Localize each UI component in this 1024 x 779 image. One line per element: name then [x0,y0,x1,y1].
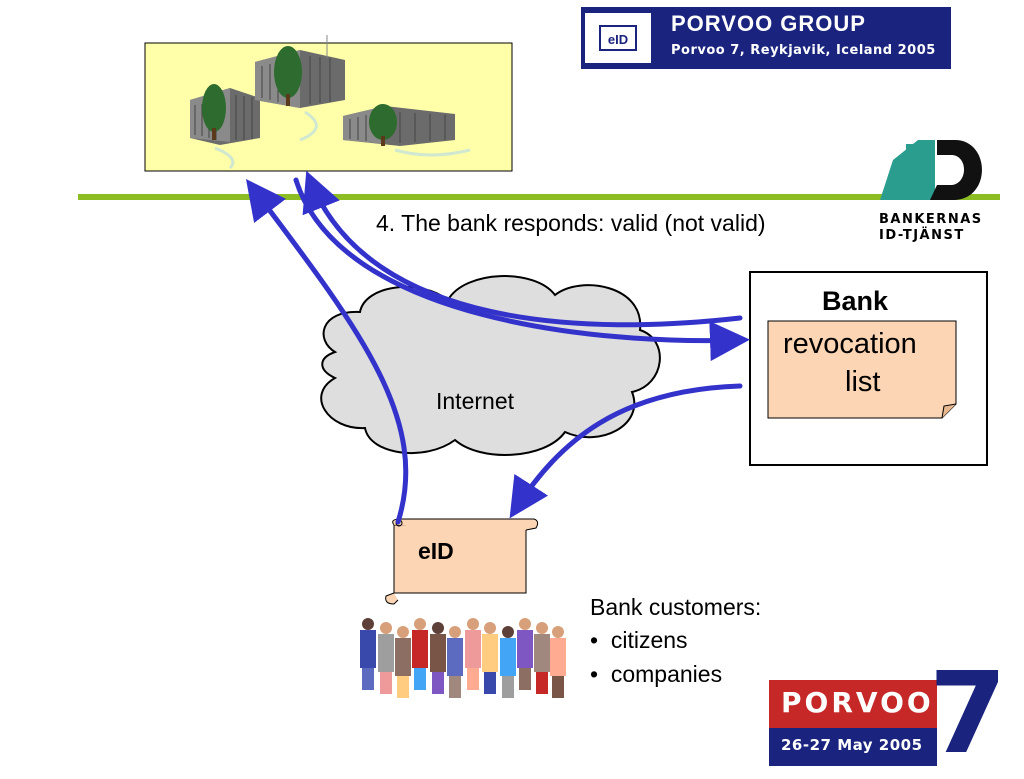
person-body [447,638,463,676]
person-body [360,630,376,668]
step-4-text: 4. The bank responds: valid (not valid) [376,210,766,236]
eid-badge-text: eID [599,25,637,51]
person-legs [484,672,496,694]
person-legs [380,672,392,694]
porvoo-group-header-logo: eID PORVOO GROUP Porvoo 7, Reykjavik, Ic… [581,7,951,69]
person-head [449,626,461,638]
person-head [502,626,514,638]
person-head [552,626,564,638]
person-legs [449,676,461,698]
person-legs [467,668,479,690]
person-head [362,618,374,630]
arrow-eid-to-bank [245,179,409,525]
person-head [397,626,409,638]
person-head [519,618,531,630]
person-body [482,634,498,672]
person-legs [432,672,444,694]
eid-document-label: eID [418,538,454,564]
customers-people-illustration [360,618,566,698]
customer-item-citizens: • citizens [590,627,688,653]
porvoo-word-band: PORVOO [769,680,937,728]
list-label: list [845,366,881,398]
person-head [536,622,548,634]
person-body [500,638,516,676]
porvoo-word: PORVOO [781,686,934,719]
internet-label: Internet [436,388,514,414]
id-tjanst-text: ID-TJÄNST [879,228,965,243]
person-legs [362,668,374,690]
person-legs [552,676,564,698]
person-head [432,622,444,634]
customer-item-label: companies [610,661,723,687]
header-title: PORVOO GROUP [671,11,866,36]
revocation-label: revocation [783,328,917,360]
porvoo-date-band: 26-27 May 2005 [769,728,937,766]
person-body [430,634,446,672]
porvoo-7-logo: PORVOO 26-27 May 2005 7 [769,658,1007,770]
person-legs [414,668,426,690]
arrow-bank-query [293,177,750,362]
person-body [395,638,411,676]
arrow-bank-response [302,170,743,328]
person-head [484,622,496,634]
bank-buildings-illustration [144,35,513,172]
internet-cloud [320,275,661,456]
eid-scroll [385,518,539,605]
porvoo-date: 26-27 May 2005 [781,736,923,754]
person-body [534,634,550,672]
porvoo-number: 7 [929,649,1007,779]
person-body [378,634,394,672]
person-body [465,630,481,668]
person-head [467,618,479,630]
bankernas-id-icon [880,140,983,200]
person-head [380,622,392,634]
customers-title: Bank customers: [590,594,762,620]
eid-badge: eID [585,13,651,63]
person-head [414,618,426,630]
flow-arrows [245,170,750,525]
bank-title: Bank [822,286,889,316]
bankernas-text: BANKERNAS [879,212,983,227]
person-legs [502,676,514,698]
person-body [517,630,533,668]
customer-item-companies: • companies [590,661,723,687]
person-body [412,630,428,668]
person-legs [519,668,531,690]
header-subtitle: Porvoo 7, Reykjavik, Iceland 2005 [671,43,936,58]
person-legs [397,676,409,698]
customer-item-label: citizens [610,627,688,653]
person-legs [536,672,548,694]
arrow-revocation-to-eid [509,383,743,519]
person-body [550,638,566,676]
